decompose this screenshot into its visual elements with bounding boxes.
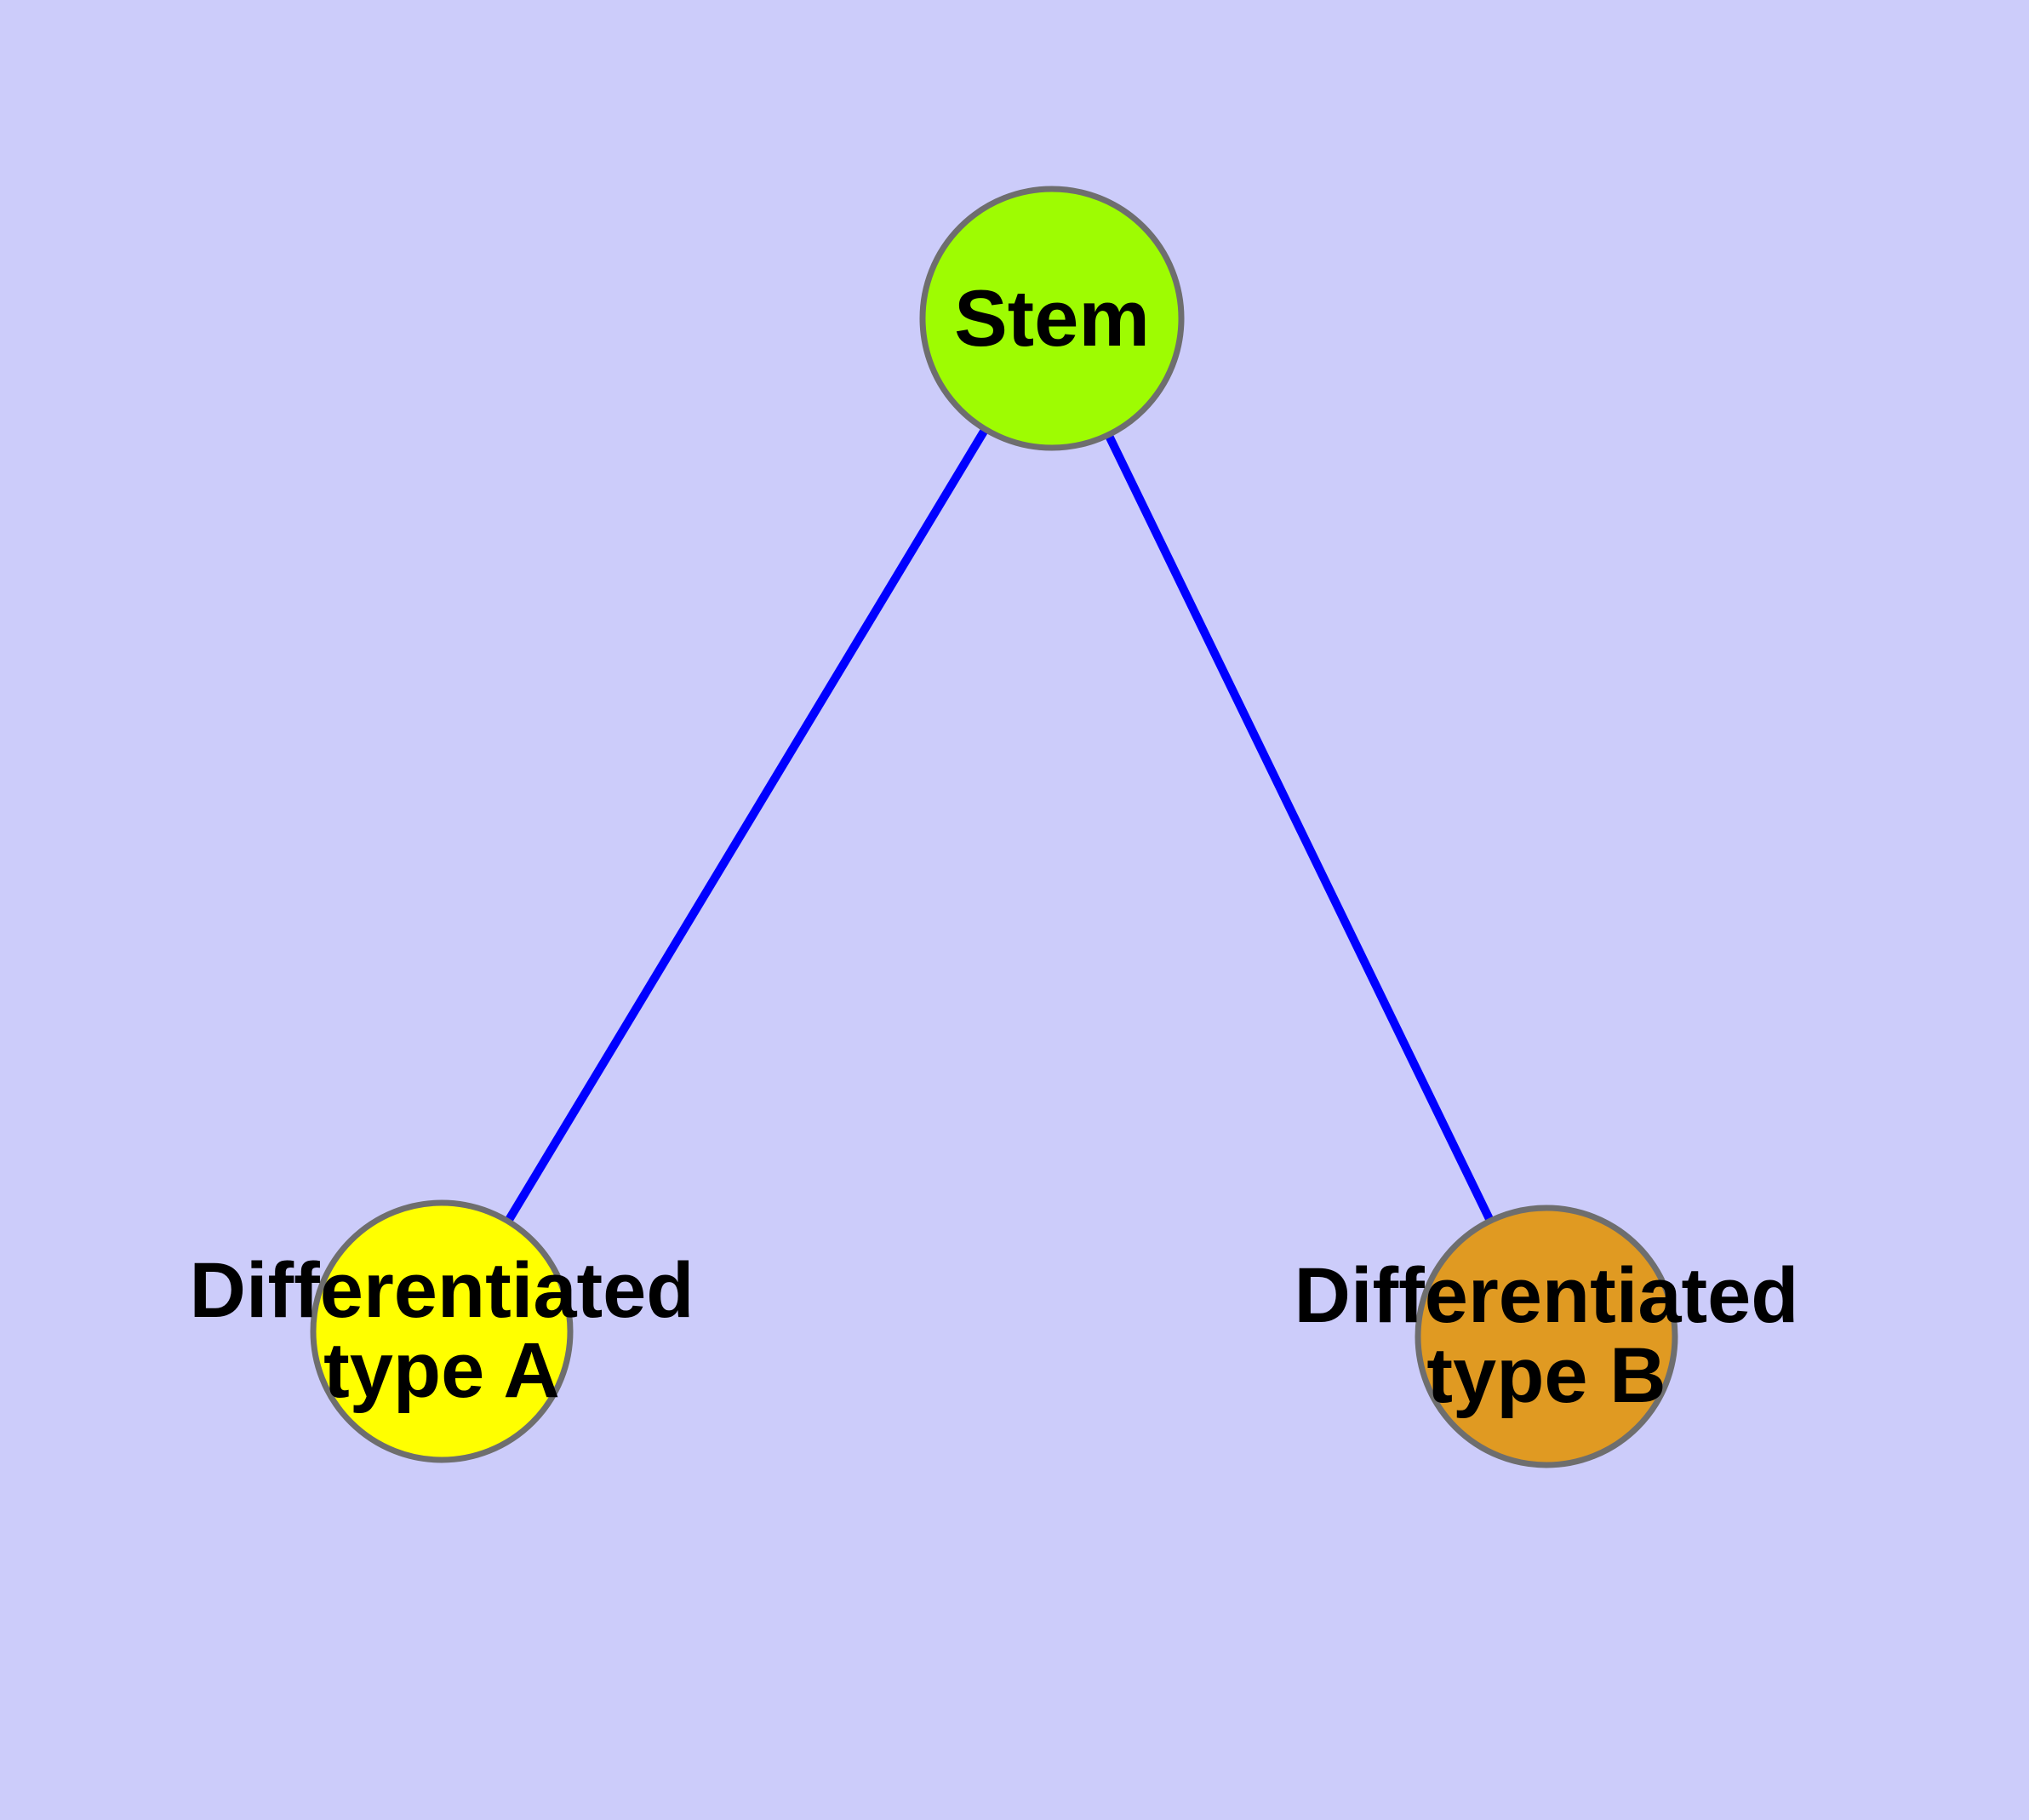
edge-stem-to-b [1104,431,1495,1225]
edge-layer [503,425,1495,1225]
edge-stem-to-a [503,425,990,1225]
node-diff-b[interactable] [1415,1205,1678,1468]
node-stem[interactable] [919,186,1185,451]
node-layer [310,186,1678,1468]
node-diff-a[interactable] [310,1199,574,1463]
